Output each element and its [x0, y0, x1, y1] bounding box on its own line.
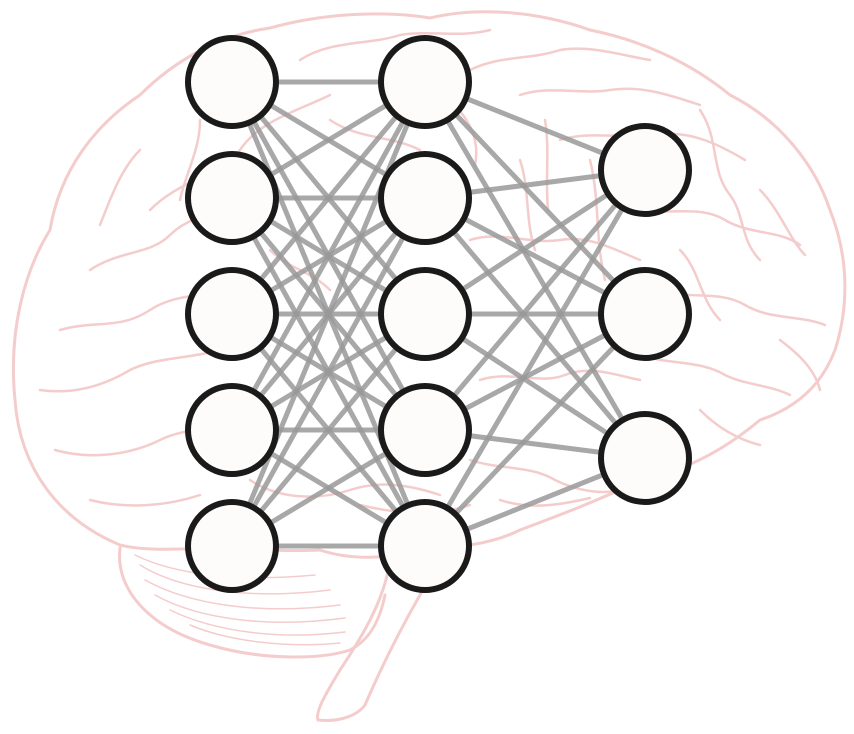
edge-input-layer-4-to-hidden-layer-1 — [229, 80, 428, 432]
hidden-layer-node-1 — [378, 35, 472, 129]
hidden-layer-node-4 — [378, 383, 472, 477]
input-layer-node-3 — [185, 267, 279, 361]
edge-input-layer-5-to-hidden-layer-2 — [229, 196, 428, 548]
cerebellum-outline — [118, 546, 387, 659]
output-layer-node-3 — [598, 411, 692, 505]
hidden-layer-node-5 — [378, 499, 472, 593]
edge-input-layer-5-to-hidden-layer-3 — [230, 312, 427, 548]
output-layer-node-1 — [598, 123, 692, 217]
edge-input-layer-3-to-hidden-layer-1 — [230, 80, 427, 316]
hidden-layer — [378, 35, 472, 593]
edge-input-layer-5-to-hidden-layer-1 — [229, 81, 428, 547]
input-layer-node-4 — [185, 383, 279, 477]
input-layer-node-5 — [185, 499, 279, 593]
input-layer-node-2 — [185, 151, 279, 245]
edge-hidden-layer-1-to-output-layer-2 — [423, 80, 647, 316]
edge-hidden-layer-5-to-output-layer-1 — [422, 168, 648, 548]
brain-stem-outline — [315, 546, 433, 722]
edge-hidden-layer-4-to-output-layer-1 — [423, 168, 647, 432]
edge-hidden-layer-5-to-output-layer-2 — [423, 312, 647, 548]
neuron-nodes — [185, 35, 692, 593]
input-layer-node-1 — [185, 35, 279, 129]
hidden-layer-node-2 — [378, 151, 472, 245]
output-layer-node-2 — [598, 267, 692, 361]
input-layer — [185, 35, 279, 593]
edge-hidden-layer-2-to-output-layer-3 — [423, 196, 647, 460]
output-layer — [598, 123, 692, 505]
edge-hidden-layer-1-to-output-layer-3 — [422, 80, 648, 460]
hidden-layer-node-3 — [378, 267, 472, 361]
